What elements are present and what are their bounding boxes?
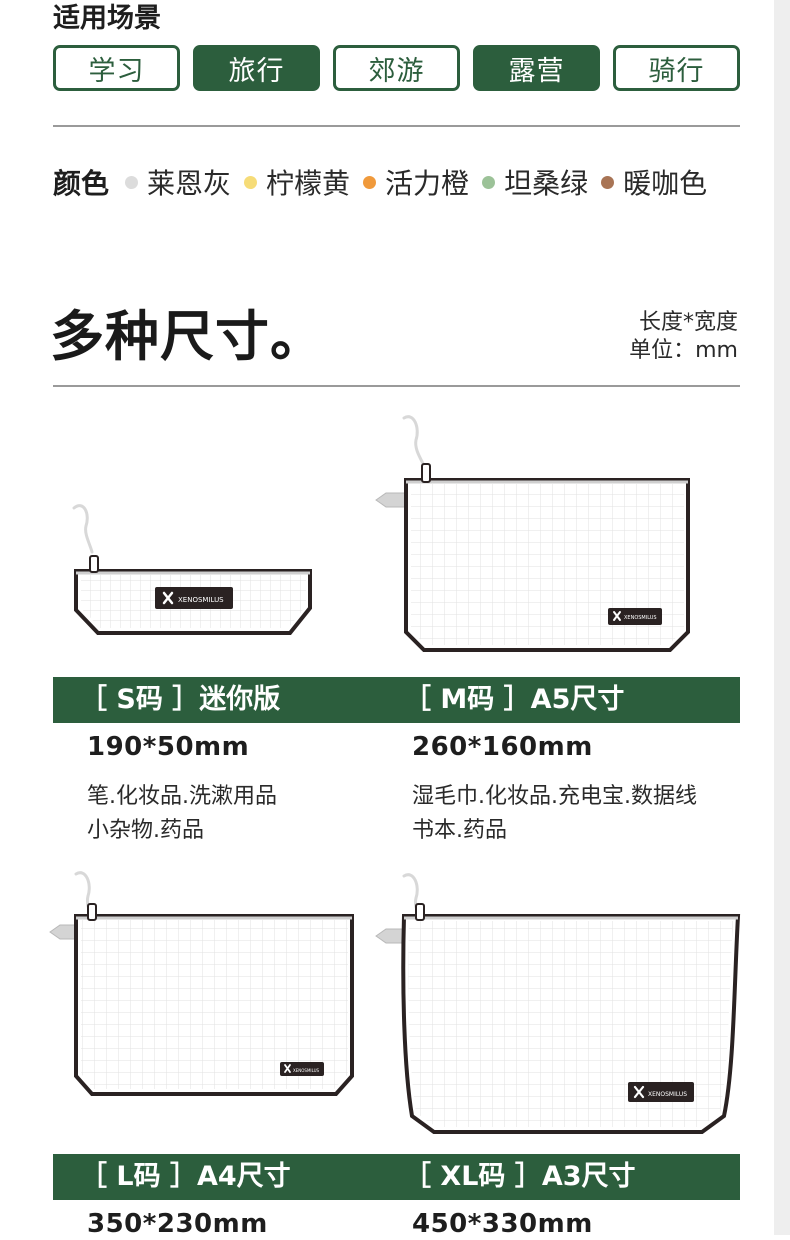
pouch-m-brand-text: XENOSMILUS (624, 615, 657, 621)
color-dot-green (482, 175, 496, 189)
scene-tag-study[interactable]: 学习 (53, 45, 180, 91)
pouch-m-brand-label (608, 608, 662, 625)
size-dims-m: 260*160mm (412, 732, 593, 762)
color-name-brown: 暖咖色 (623, 167, 708, 200)
scenes-title: 适用场景 (53, 3, 161, 34)
divider-top (53, 125, 740, 127)
color-dot-orange (363, 175, 377, 189)
color-option-yellow[interactable]: 柠檬黄 (244, 162, 350, 202)
unit-note: 长度*宽度 单位：mm (629, 309, 738, 365)
scene-tag-cycling[interactable]: 骑行 (613, 45, 740, 91)
color-name-gray: 莱恩灰 (147, 167, 232, 200)
size-code-xl: ［ XL码 ］A3尺寸 (404, 1161, 636, 1192)
size-dims-l: 350*230mm (87, 1209, 268, 1239)
size-uses-s-line1: 笔.化妆品.洗漱用品 (87, 784, 277, 809)
size-dims-xl: 450*330mm (412, 1209, 593, 1239)
pouch-m-zipper-pull (402, 415, 428, 472)
pouch-s-zipper-tab (89, 555, 99, 573)
pouch-l-illustration: XENOSMILUS (49, 871, 354, 1096)
color-name-yellow: 柠檬黄 (266, 167, 351, 200)
unit-line-unit: 单位：mm (629, 338, 738, 363)
right-edge-strip (774, 0, 790, 1235)
pouch-l-brand-label (280, 1062, 324, 1076)
scene-tag-travel[interactable]: 旅行 (193, 45, 320, 91)
pouch-s-brand-text: XENOSMILUS (178, 596, 224, 604)
size-uses-m-line1: 湿毛巾.化妆品.充电宝.数据线 (412, 784, 697, 809)
pouch-xl-brand-text: XENOSMILUS (648, 1091, 687, 1098)
unit-line-dimensions: 长度*宽度 (638, 310, 738, 335)
size-band-s-m (53, 677, 740, 723)
pouch-xl-zipper-end (375, 928, 405, 944)
pouch-m-zipper-end (375, 492, 407, 508)
scene-tag-outing[interactable]: 郊游 (333, 45, 460, 91)
color-option-green[interactable]: 坦桑绿 (482, 162, 588, 202)
pouch-xl-illustration: XENOSMILUS (375, 873, 741, 1134)
size-uses-s: 笔.化妆品.洗漱用品 小杂物.药品 (87, 780, 277, 848)
pouch-xl-brand-label (628, 1082, 694, 1102)
scene-tag-camping[interactable]: 露营 (473, 45, 600, 91)
color-option-gray[interactable]: 莱恩灰 (125, 162, 231, 202)
pouch-l-zipper-tab (87, 903, 97, 921)
color-name-green: 坦桑绿 (504, 167, 589, 200)
pouch-m-zipper-tab (421, 463, 431, 483)
size-band-l-xl (53, 1154, 740, 1200)
pouch-m-illustration: XENOSMILUS (375, 415, 690, 652)
pouch-l-zipper-end (49, 924, 77, 940)
color-options: 颜色 莱恩灰 柠檬黄 活力橙 坦桑绿 暖咖色 (53, 160, 720, 204)
pouch-s-zipper-pull (72, 504, 94, 554)
pouch-xl-zipper-tab (415, 903, 425, 921)
color-dot-yellow (244, 175, 258, 189)
size-code-l: ［ L码 ］A4尺寸 (80, 1161, 291, 1192)
color-option-brown[interactable]: 暖咖色 (601, 162, 707, 202)
colors-label: 颜色 (53, 167, 110, 200)
size-code-s: ［ S码 ］迷你版 (80, 684, 281, 715)
pouch-l-brand-text: XENOSMILUS (293, 1068, 320, 1073)
sizes-title: 多种尺寸。 (50, 305, 325, 368)
scene-tags: 学习 旅行 郊游 露营 骑行 (53, 45, 741, 91)
size-code-m: ［ M码 ］A5尺寸 (404, 684, 625, 715)
size-uses-s-line2: 小杂物.药品 (87, 818, 204, 843)
color-option-orange[interactable]: 活力橙 (363, 162, 469, 202)
pouch-s-brand-label (155, 587, 233, 609)
color-dot-gray (125, 175, 139, 189)
size-uses-m-line2: 书本.药品 (412, 818, 507, 843)
color-dot-brown (601, 175, 615, 189)
size-dims-s: 190*50mm (87, 732, 250, 762)
size-uses-m: 湿毛巾.化妆品.充电宝.数据线 书本.药品 (412, 780, 697, 848)
divider-sizes (53, 385, 740, 387)
color-name-orange: 活力橙 (385, 167, 470, 200)
pouch-s-illustration: XENOSMILUS (72, 504, 312, 635)
